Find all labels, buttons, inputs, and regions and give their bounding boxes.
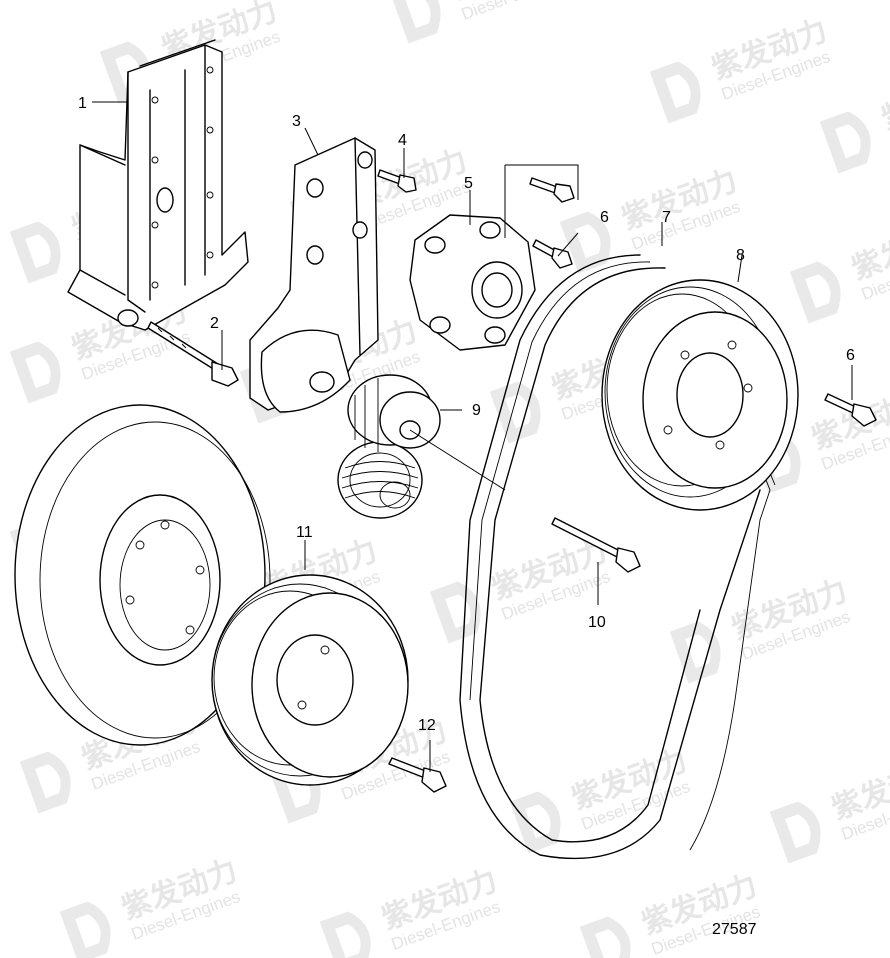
callout-7: 7 [662,209,671,226]
watermark-d-logo-icon [489,381,541,444]
part-11-crank-pulley [211,574,409,786]
callout-1: 1 [78,95,87,112]
part-6-bolt-right [824,393,877,427]
watermark-d-logo-icon [319,911,371,958]
callout-9: 9 [472,402,481,419]
callout-2: 2 [210,315,219,332]
watermark-brand-cn: 紫发动力 [847,214,890,286]
callout-labels: 1 2 3 4 5 6 6 7 8 9 10 11 12 [78,95,855,734]
callout-8: 8 [736,247,745,264]
vibration-damper [14,404,271,746]
callout-11: 11 [296,524,313,541]
part-6-bolts-upper [529,177,575,269]
watermark-d-logo-icon [769,801,821,864]
part-8-pulley [601,279,799,511]
watermark-d-logo-icon [19,751,71,814]
callout-5: 5 [464,175,473,192]
watermark-brand-cn: 紫发动力 [877,64,890,136]
callout-12: 12 [418,717,436,734]
watermark-d-logo-icon [819,111,871,174]
watermark-d-logo-icon [559,211,611,274]
callout-10: 10 [588,614,606,631]
part-9-tensioner-pulley [337,374,441,519]
watermark-d-logo-icon [509,791,561,854]
watermark-d-logo-icon [669,621,721,684]
callout-6a: 6 [600,209,609,226]
watermark-d-logo-icon [789,261,841,324]
part-5-tensioner-bracket [409,214,536,351]
part-10-bolt [551,517,641,573]
part-4-bolt [377,169,417,193]
watermark-d-logo-icon [9,221,61,284]
watermark-d-logo-icon [649,61,701,124]
part-2-bolt [147,321,239,387]
callout-3: 3 [292,113,301,130]
part-12-bolt [388,757,447,793]
watermark-d-logo-icon [9,341,61,404]
part-3-plate [249,137,379,413]
callout-6b: 6 [846,347,855,364]
watermark-d-logo-icon [389,0,441,44]
part-1-bracket [67,39,249,331]
watermark-d-logo-icon [579,916,631,958]
watermark-d-logo-icon [429,581,481,644]
watermark-brand-en: Diesel-Engines [459,0,573,24]
callout-4: 4 [398,132,407,149]
watermark-d-logo-icon [59,901,111,958]
document-number: 27587 [712,921,757,938]
leader-lines [92,101,853,772]
